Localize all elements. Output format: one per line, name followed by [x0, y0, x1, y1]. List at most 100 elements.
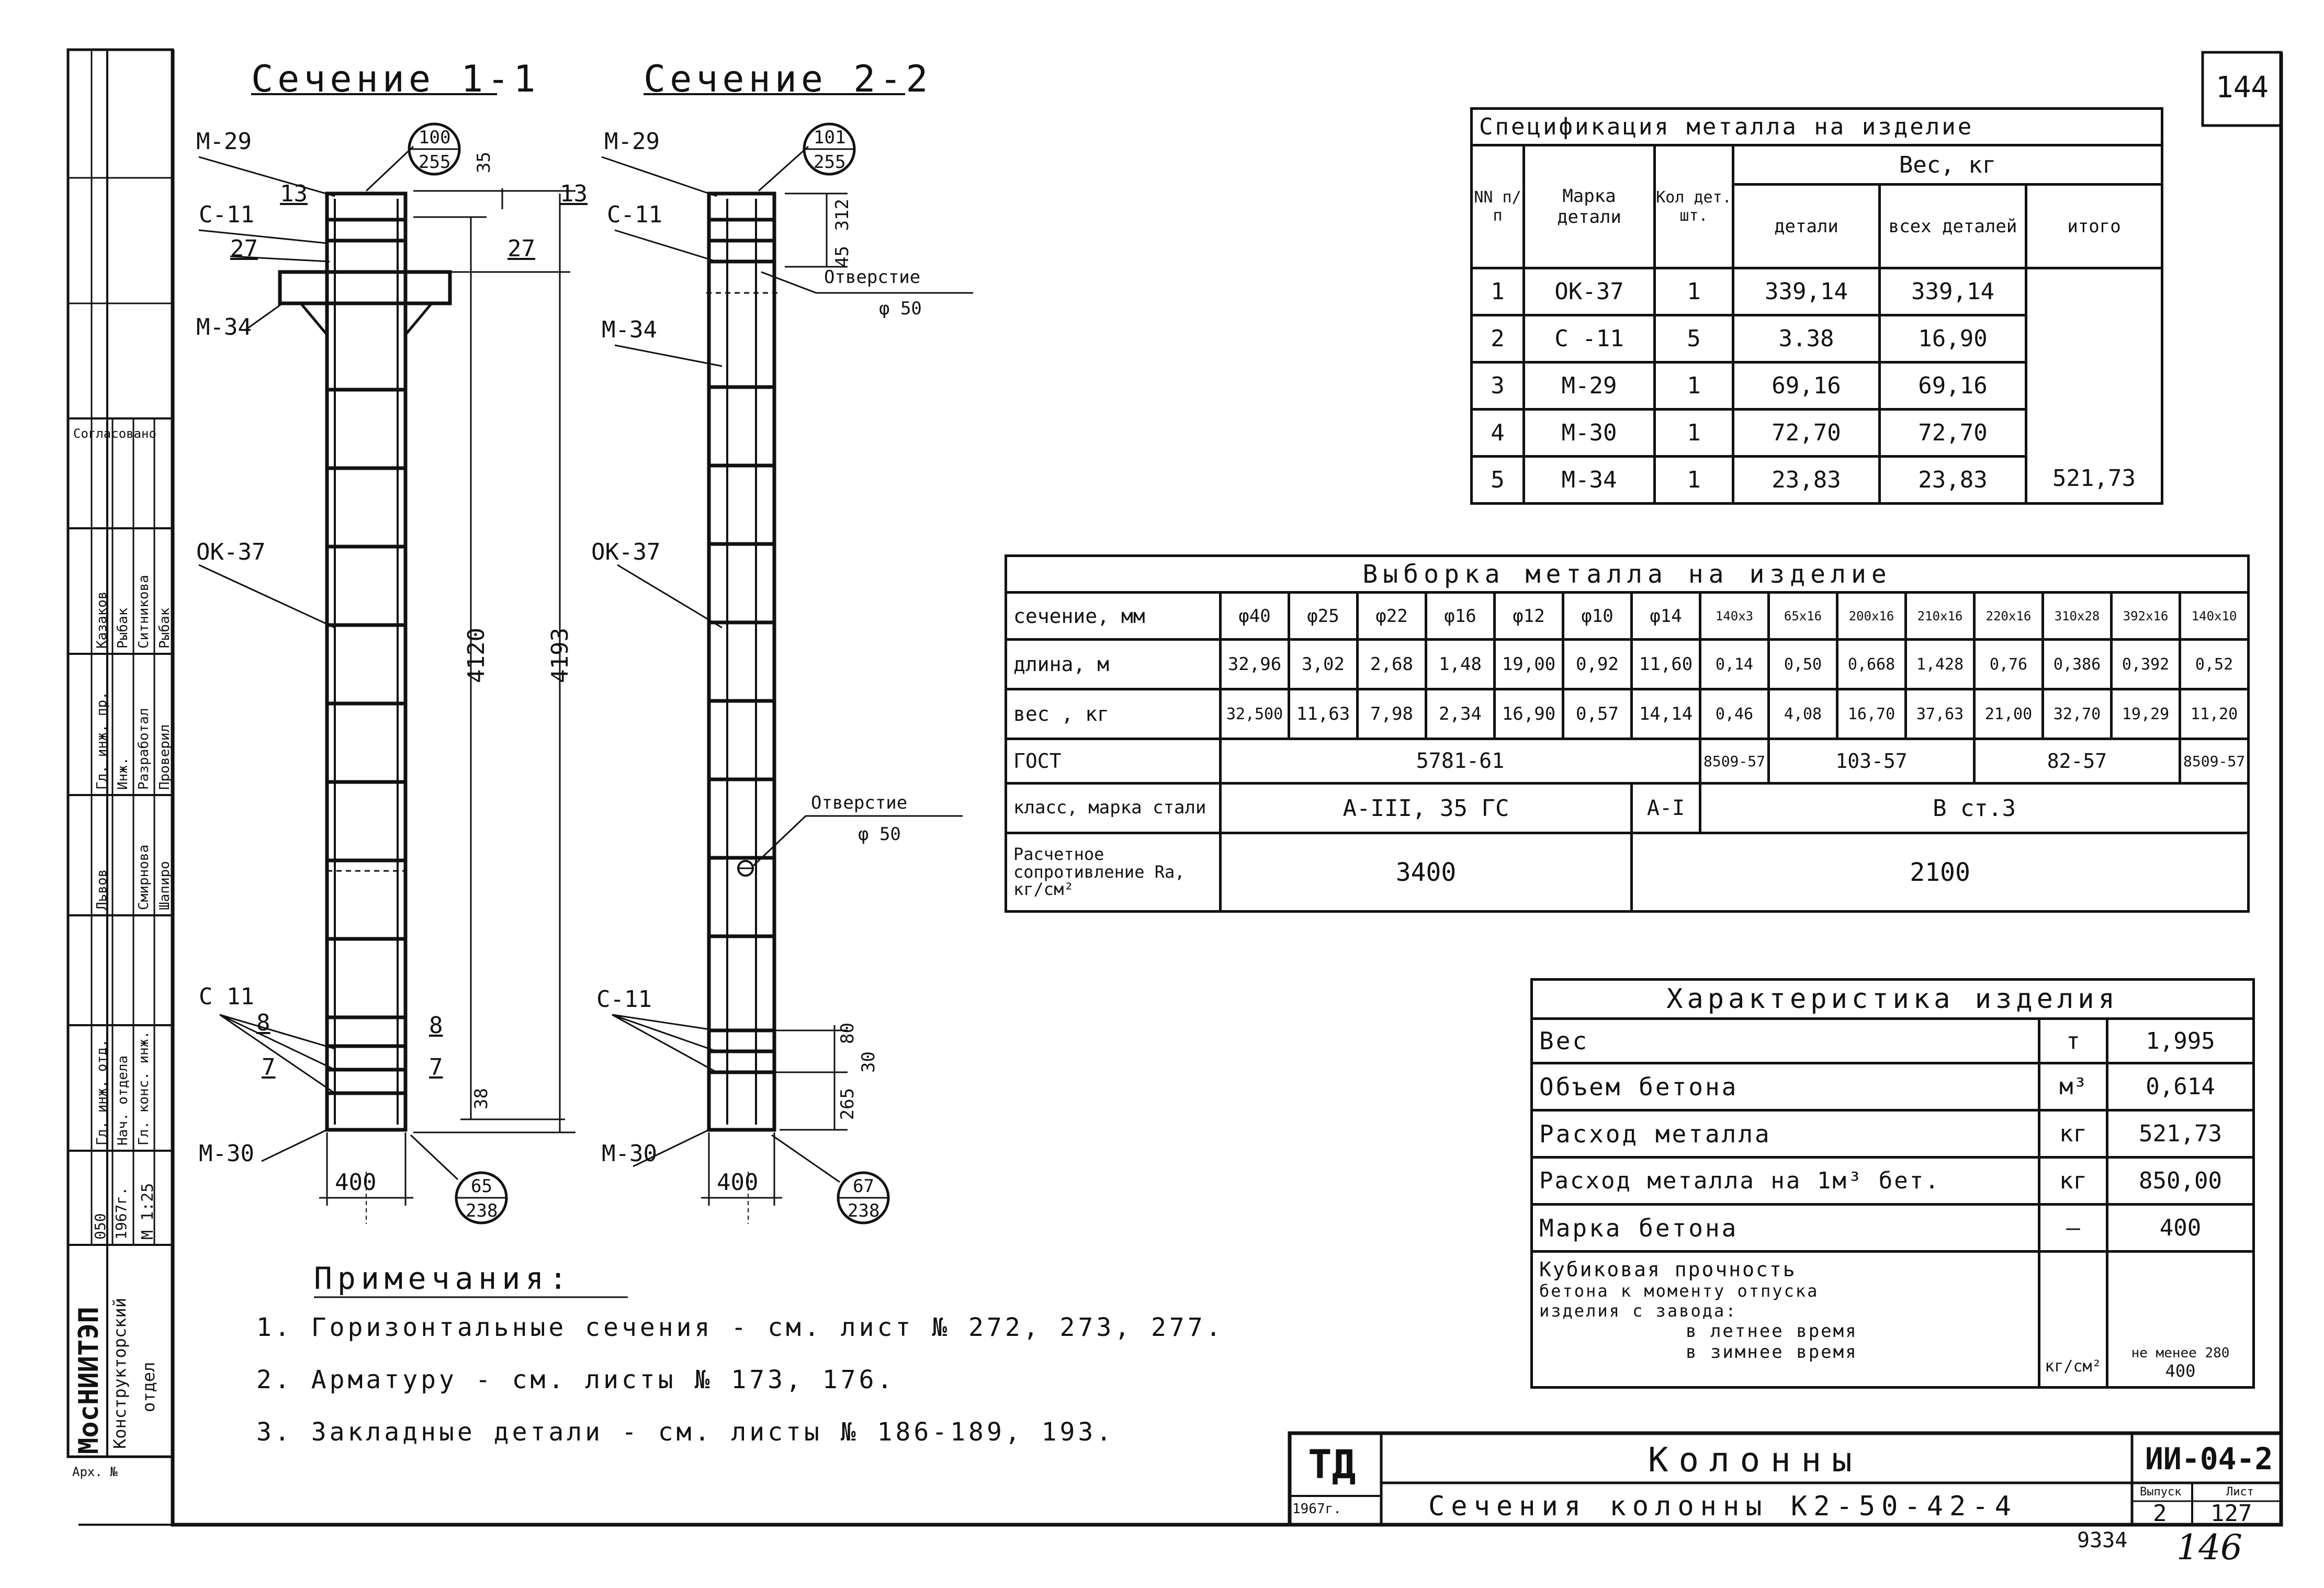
spec-cell: 1	[1653, 361, 1734, 411]
stamp-role: Нач. отдела	[115, 1055, 131, 1145]
char-strength-line: Кубиковая прочность	[1539, 1258, 1797, 1281]
s2-dim-400: 400	[717, 1169, 759, 1196]
selection-cell: 4,08	[1767, 688, 1838, 740]
selection-row-length: длина, м 32,96 3,02 2,68 1,48 19,00 0,92…	[1005, 638, 2250, 690]
stamp-code: 050	[92, 1213, 109, 1240]
selection-table: Выборка металла на изделие сечение, мм φ…	[1004, 554, 2250, 913]
selection-cell: φ12	[1493, 591, 1564, 641]
s1-label-27-right: 27	[507, 235, 535, 262]
s1-label-c11-top: С-11	[199, 201, 254, 228]
selection-cell: 19,29	[2110, 688, 2181, 740]
note-item: 2. Арматуру - см. листы № 173, 176.	[256, 1365, 896, 1394]
spec-cell: 72,70	[1732, 408, 1881, 458]
s1-label-7-right: 7	[429, 1054, 443, 1081]
selection-cell: 8509-57	[1699, 738, 1770, 785]
table-row: Кубиковая прочность бетона к моменту отп…	[1530, 1250, 2255, 1389]
s1-label-c11-bottom: С 11	[199, 983, 254, 1010]
selection-cell: 7,98	[1356, 688, 1427, 740]
spec-cell: 1	[1653, 408, 1734, 458]
title-block-issue-label: Выпуск	[2140, 1485, 2182, 1499]
selection-cell: 0,392	[2110, 638, 2181, 690]
selection-row-label: Расчетное сопротивление Rа, кг/см²	[1005, 832, 1222, 913]
spec-cell: М-30	[1522, 408, 1656, 458]
stamp-scale: М 1:25	[139, 1183, 157, 1240]
selection-cell: 11,63	[1288, 688, 1359, 740]
selection-cell: В ст.3	[1698, 782, 2250, 834]
s1-bot-badge-den: 238	[466, 1200, 498, 1221]
section-2-title: Сечение 2-2	[644, 58, 932, 100]
selection-cell: 0,52	[2178, 638, 2250, 690]
s2-dim-312: 312	[832, 199, 853, 231]
char-unit: —	[2038, 1203, 2108, 1253]
selection-cell: 65x16	[1767, 591, 1838, 641]
title-block-td: ТД	[1308, 1441, 1356, 1488]
selection-row-label: сечение, мм	[1005, 591, 1222, 641]
spec-cell: 5	[1653, 314, 1734, 364]
selection-row-label: длина, м	[1005, 638, 1222, 690]
spec-cell: С -11	[1522, 314, 1656, 364]
stamp-role: Гл. конс. инж.	[136, 1030, 152, 1145]
stamp-role: Инж.	[115, 757, 131, 790]
spec-cell: 1	[1470, 267, 1525, 316]
s2-label-m30: М-30	[602, 1140, 657, 1167]
selection-cell: 32,500	[1219, 688, 1290, 740]
s2-label-ok37: ОК-37	[591, 539, 661, 565]
spec-header-total: итого	[2024, 183, 2164, 269]
spec-cell: 4	[1470, 408, 1525, 458]
spec-table: Спецификация металла на изделие NN п/п М…	[1470, 107, 2164, 505]
stamp-name: Казаков	[94, 591, 110, 649]
selection-cell: 8509-57	[2178, 738, 2250, 785]
selection-row-label: вес , кг	[1005, 688, 1222, 740]
char-strength-line: бетона к моменту отпуска	[1539, 1281, 1819, 1301]
spec-cell: 2	[1470, 314, 1525, 364]
stamp-year: 1967г.	[112, 1186, 130, 1240]
s1-label-7-left: 7	[262, 1054, 276, 1081]
selection-cell: 37,63	[1904, 688, 1976, 740]
selection-cell: 21,00	[1973, 688, 2044, 740]
s1-top-badge-den: 255	[419, 152, 451, 173]
stamp-dept: Конструкторский	[110, 1298, 130, 1449]
selection-row-weight: вес , кг 32,500 11,63 7,98 2,34 16,90 0,…	[1005, 688, 2250, 740]
stamp-role: Гл. инж. пр.	[94, 691, 110, 790]
spec-cell: 69,16	[1732, 361, 1881, 411]
spec-cell: 339,14	[1732, 267, 1881, 316]
s2-dim-30: 30	[858, 1051, 879, 1073]
selection-cell: 0,14	[1699, 638, 1770, 690]
spec-cell: 1	[1653, 455, 1734, 505]
char-name: Расход металла на 1м³ бет.	[1530, 1156, 2040, 1206]
s1-label-ok37: ОК-37	[196, 539, 266, 565]
spec-cell: ОК-37	[1522, 267, 1656, 316]
s2-hole-label-top: Отверстие	[824, 267, 921, 288]
spec-header-weight: Вес, кг	[1731, 144, 2164, 186]
selection-cell: 16,70	[1836, 688, 1907, 740]
s1-label-8-right: 8	[429, 1012, 443, 1039]
selection-title: Выборка металла на изделие	[1004, 554, 2250, 594]
table-row: Расход металла на 1м³ бет. кг 850,00	[1530, 1156, 2255, 1206]
spec-cell: 16,90	[1878, 314, 2027, 364]
char-value: 850,00	[2105, 1156, 2255, 1206]
selection-cell: 3400	[1219, 832, 1633, 913]
s2-dim-45: 45	[832, 246, 853, 267]
selection-cell: 5781-61	[1219, 738, 1701, 785]
selection-row-class: класс, марка стали А-III, 35 ГС А-I В ст…	[1005, 782, 2250, 834]
selection-cell: 103-57	[1767, 738, 1976, 785]
selection-cell: 0,92	[1562, 638, 1633, 690]
spec-cell: 69,16	[1878, 361, 2027, 411]
char-name: Расход металла	[1530, 1109, 2040, 1159]
spec-cell: 339,14	[1878, 267, 2027, 316]
s1-label-m30: М-30	[199, 1140, 254, 1167]
sheet-number: 144	[2216, 71, 2269, 105]
selection-row-label: ГОСТ	[1005, 738, 1222, 785]
table-row: 3 М-29 1 69,16 69,16	[1470, 361, 2162, 411]
s1-top-badge-num: 100	[419, 127, 451, 148]
char-strength-line: изделия с завода:	[1539, 1301, 1738, 1321]
spec-cell: 23,83	[1732, 455, 1881, 505]
selection-cell: φ14	[1630, 591, 1701, 641]
char-title: Характеристика изделия	[1530, 978, 2255, 1020]
stamp-org: МосНИИТЭП	[73, 1307, 105, 1454]
selection-cell: 32,70	[2041, 688, 2113, 740]
s2-bot-badge-den: 238	[848, 1200, 880, 1221]
characteristics-table: Характеристика изделия Вес т 1,995 Объем…	[1530, 978, 2255, 1389]
stamp-name: Львов	[94, 869, 110, 910]
s2-label-c11-bottom: С-11	[596, 986, 652, 1013]
